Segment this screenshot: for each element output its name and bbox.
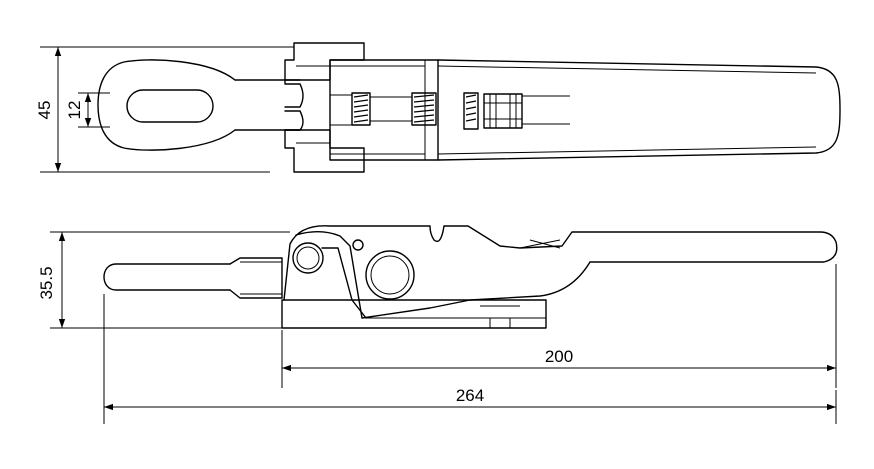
pivot-hole — [352, 239, 364, 251]
base-plate — [281, 299, 547, 329]
dim-label-45: 45 — [35, 101, 54, 120]
thread-2 — [411, 92, 437, 126]
pivot-small — [292, 242, 324, 274]
dimension-45: 45 — [35, 46, 294, 173]
dimension-35-5: 35.5 — [37, 231, 290, 329]
thread-1 — [351, 92, 371, 126]
eye-loop — [97, 59, 236, 151]
dimension-200: 200 — [281, 264, 837, 388]
handle-top-view — [437, 59, 841, 161]
clamp-block-bottom — [284, 129, 365, 173]
dim-label-200: 200 — [545, 347, 573, 366]
link-arm — [321, 247, 367, 319]
dimension-12: 12 — [65, 92, 110, 128]
dim-label-35-5: 35.5 — [37, 266, 56, 299]
clamp-block-top — [284, 42, 365, 81]
eye-rod-side — [103, 263, 231, 291]
handle-side-view — [283, 225, 838, 319]
eye-slot — [126, 89, 214, 123]
adjuster-nut — [483, 93, 523, 129]
dimension-264: 264 — [103, 294, 837, 424]
housing — [329, 59, 439, 161]
dim-label-12: 12 — [65, 101, 84, 120]
side-view: 35.5 200 264 — [37, 225, 838, 424]
dim-label-264: 264 — [456, 386, 484, 405]
thread-3 — [463, 92, 479, 130]
top-view: 45 12 — [35, 42, 841, 173]
pivot-large — [365, 250, 415, 300]
